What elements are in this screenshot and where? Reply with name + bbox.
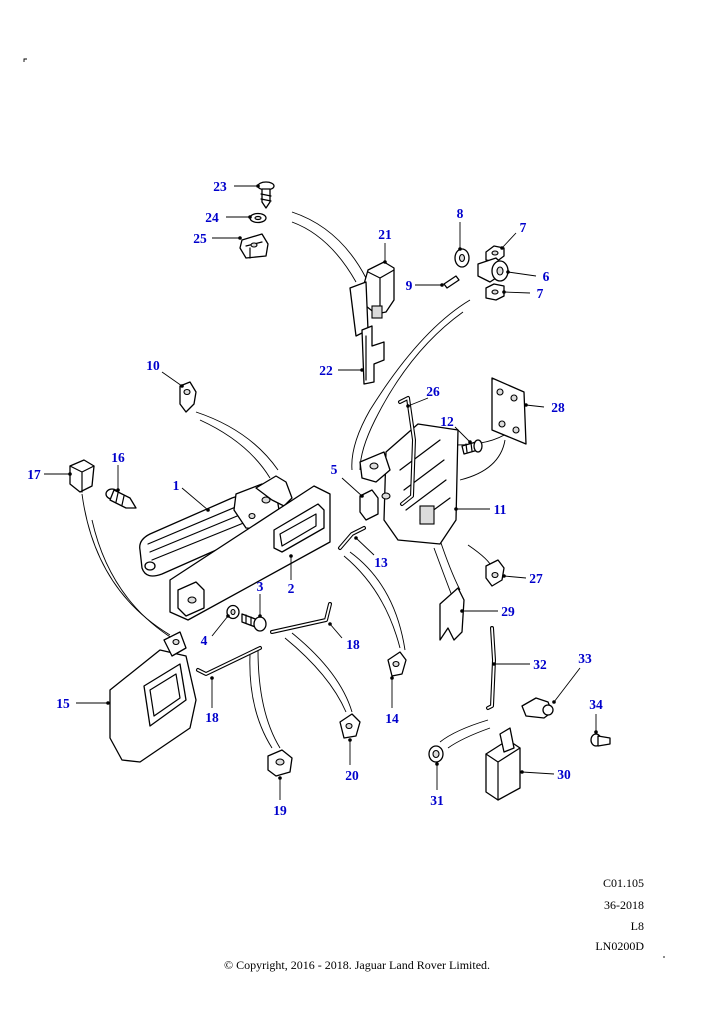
part-4-washer [226, 604, 240, 620]
callout-26: 26 [426, 384, 440, 399]
part-18-rod-right [270, 602, 332, 634]
callout-31: 31 [430, 793, 444, 808]
callout-1: 1 [173, 478, 180, 493]
part-17-clip [69, 459, 95, 493]
callout-10: 10 [146, 358, 160, 373]
callout-21: 21 [378, 227, 392, 242]
part-27-clip [485, 559, 505, 587]
part-34-screw [590, 733, 611, 747]
copyright-notice: © Copyright, 2016 - 2018. Jaguar Land Ro… [223, 958, 491, 972]
callout-16: 16 [111, 450, 125, 465]
callout-13: 13 [374, 555, 388, 570]
callout-8: 8 [457, 206, 464, 221]
callout-32: 32 [533, 657, 547, 672]
callout-20: 20 [345, 768, 359, 783]
ref-code-1: C01.105 [602, 876, 644, 890]
ref-code-3: L8 [630, 919, 644, 933]
callout-23: 23 [213, 179, 227, 194]
part-16-screw [105, 488, 137, 509]
part-30-actuator [485, 727, 521, 801]
part-25-clip-nut [239, 233, 269, 259]
part-7-nut-lower [485, 283, 505, 301]
part-12-screw [461, 439, 483, 455]
part-5-pivot [359, 489, 379, 521]
ref-code-4: LN0200D [595, 939, 644, 953]
part-11-lock-body [359, 423, 459, 545]
corner-mark-top [23, 58, 27, 62]
part-15-interior-handle [109, 631, 197, 763]
callout-24: 24 [205, 210, 219, 225]
callout-18b: 18 [205, 710, 219, 725]
ref-code-2: 36-2018 [604, 898, 644, 912]
part-7-nut-upper [485, 245, 505, 263]
callout-3: 3 [257, 579, 264, 594]
callout-11: 11 [494, 502, 507, 517]
part-6-barrel [477, 257, 509, 283]
part-9-pin [443, 275, 460, 289]
callout-4: 4 [201, 633, 208, 648]
callout-9: 9 [406, 278, 413, 293]
callout-34: 34 [589, 697, 603, 712]
callout-30: 30 [557, 767, 571, 782]
callout-labels: 23 24 25 21 22 8 9 7 6 7 10 26 28 12 17 … [27, 179, 603, 818]
part-14-clip [387, 651, 407, 677]
part-18-rod-left [196, 646, 262, 676]
part-2-escutcheon [169, 485, 331, 621]
part-23-screw [257, 181, 275, 209]
callout-19: 19 [273, 803, 287, 818]
part-31-grommet [428, 745, 444, 763]
callout-18a: 18 [346, 637, 360, 652]
part-13-rod [338, 526, 366, 550]
part-24-washer [249, 212, 267, 224]
callout-17: 17 [27, 467, 41, 482]
part-21-bracket [349, 261, 395, 337]
callout-22: 22 [319, 363, 333, 378]
part-8-washer [454, 248, 470, 268]
callout-7b: 7 [537, 286, 544, 301]
part-19-clip [267, 749, 293, 777]
part-32-rod [486, 626, 496, 710]
part-33-clip [521, 697, 554, 719]
callout-25: 25 [193, 231, 207, 246]
part-20-clip [339, 713, 361, 739]
part-22-lever [361, 325, 385, 385]
callout-12: 12 [440, 414, 454, 429]
callout-27: 27 [529, 571, 543, 586]
callout-6: 6 [543, 269, 550, 284]
part-10-clip [179, 381, 197, 413]
part-26-rod [398, 396, 416, 506]
part-29-bracket [439, 587, 465, 641]
callout-14: 14 [385, 711, 399, 726]
callout-29: 29 [501, 604, 515, 619]
callout-33: 33 [578, 651, 592, 666]
leader-lines [44, 184, 598, 800]
part-28-plate [491, 377, 527, 445]
part-3-bolt [241, 613, 267, 632]
callout-7a: 7 [520, 220, 527, 235]
callout-2: 2 [288, 581, 295, 596]
callout-5: 5 [331, 462, 338, 477]
callout-28: 28 [551, 400, 565, 415]
callout-15: 15 [56, 696, 70, 711]
assembly-guide-lines [81, 211, 521, 749]
